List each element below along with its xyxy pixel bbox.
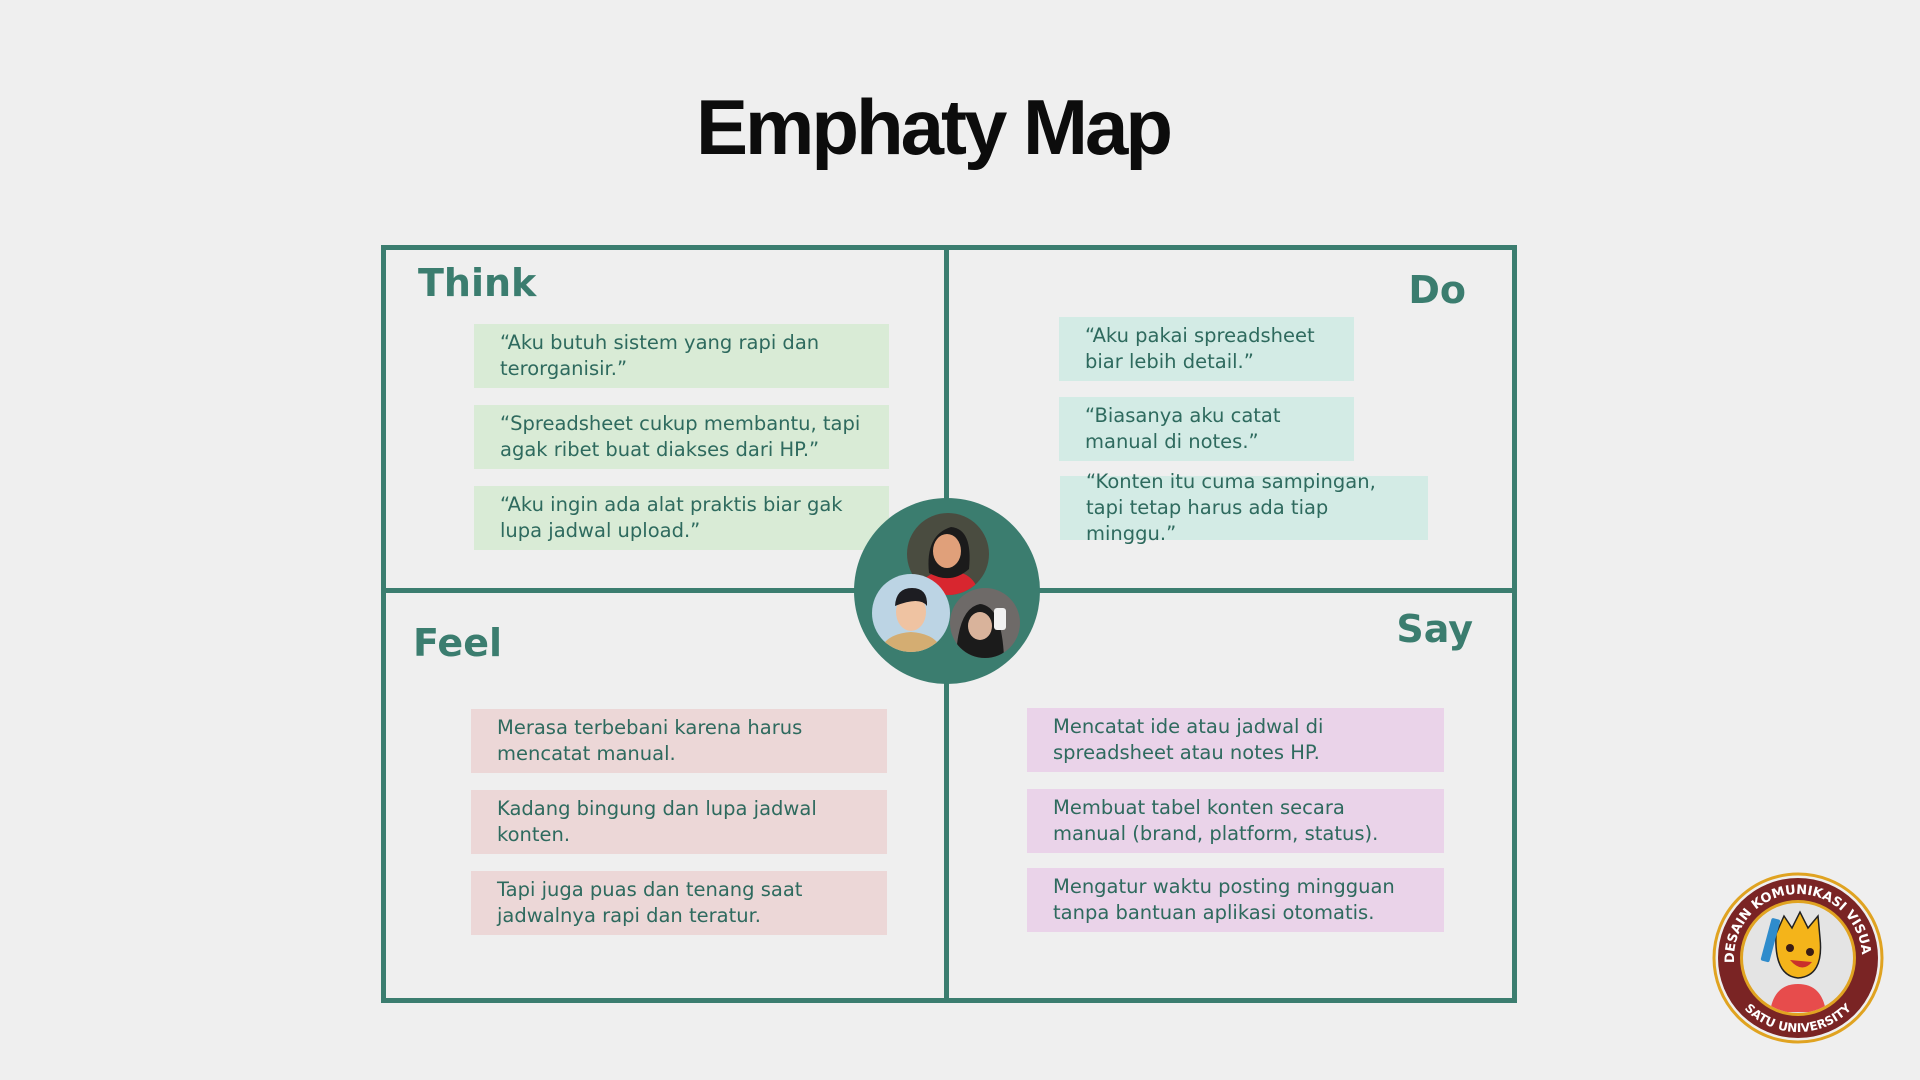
- desain-komunikasi-visual-logo: DESAIN KOMUNIKASI VISUAL SATU UNIVERSITY: [1708, 861, 1884, 1044]
- persona-avatar: [950, 588, 1020, 658]
- say-label: Say: [1396, 607, 1473, 651]
- feel-note: Tapi juga puas dan tenang saat jadwalnya…: [471, 871, 887, 935]
- persona-hub: [854, 498, 1040, 684]
- feel-label: Feel: [413, 621, 502, 665]
- think-note: “Aku ingin ada alat praktis biar gak lup…: [474, 486, 889, 550]
- feel-note: Kadang bingung dan lupa jadwal konten.: [471, 790, 887, 854]
- do-note: “Aku pakai spreadsheet biar lebih detail…: [1059, 317, 1354, 381]
- say-note: Mencatat ide atau jadwal di spreadsheet …: [1027, 708, 1444, 772]
- persona-avatar: [872, 574, 950, 652]
- do-note: “Konten itu cuma sampingan, tapi tetap h…: [1060, 470, 1428, 545]
- feel-note: Merasa terbebani karena harus mencatat m…: [471, 709, 887, 773]
- say-note: Membuat tabel konten secara manual (bran…: [1027, 789, 1444, 853]
- think-note: “Spreadsheet cukup membantu, tapi agak r…: [474, 405, 889, 469]
- think-label: Think: [418, 261, 537, 305]
- think-note: “Aku butuh sistem yang rapi dan terorgan…: [474, 324, 889, 388]
- page-title: Emphaty Map: [695, 83, 1173, 171]
- do-note: “Biasanya aku catat manual di notes.”: [1059, 397, 1354, 461]
- do-label: Do: [1408, 268, 1466, 312]
- empathy-map-frame: [381, 245, 1517, 1003]
- say-note: Mengatur waktu posting mingguan tanpa ba…: [1027, 868, 1444, 932]
